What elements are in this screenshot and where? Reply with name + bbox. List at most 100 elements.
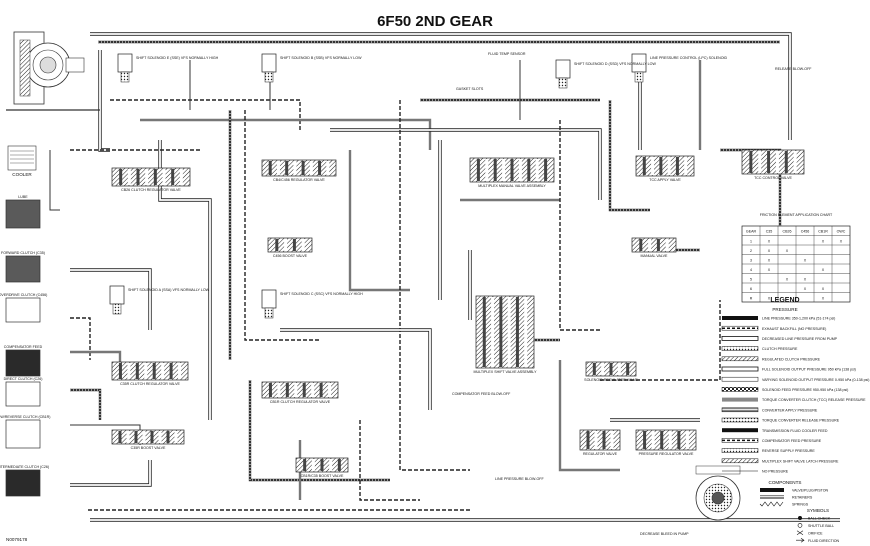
legend-swatch [722, 428, 758, 433]
valve-label: PRESSURE REGULATOR VALVE [639, 452, 694, 456]
hydraulic-line [98, 50, 110, 152]
valve-spool-land [656, 239, 660, 251]
valve-spool-land [171, 169, 175, 185]
apply-chart-cell: 1 [750, 239, 752, 243]
solenoid-coil [261, 289, 277, 309]
valve-spool-land [527, 159, 531, 181]
solenoid-plunger [264, 307, 274, 319]
valve-spool-land [586, 431, 590, 449]
solenoid-coil [261, 53, 277, 73]
valve-body [111, 167, 191, 187]
valve-label: CB1R/C35 BOOST VALVE [301, 474, 344, 478]
valve-spool-land [169, 363, 173, 379]
valve-spool-land [758, 151, 762, 173]
valve-spool-land [502, 159, 506, 181]
valve-spool-land [294, 383, 298, 397]
valve-spool-land [319, 383, 323, 397]
valve-spool-land [482, 297, 486, 367]
valve-spool-land [677, 431, 681, 449]
apply-chart-cell: 2 [750, 249, 752, 253]
legend-item-label: REVERSE SUPPLY PRESSURE [762, 449, 815, 453]
valve-label: CB26 CLUTCH REGULATOR VALVE [121, 188, 181, 192]
apply-chart-cell: X [768, 268, 771, 272]
valve-spool-land [609, 363, 613, 375]
solenoid: SHIFT SOLENOID D (SSD) VFS NORMALLY LOW [555, 59, 656, 89]
valve-spool-land [303, 459, 307, 471]
hydraulic-line [70, 317, 91, 360]
symbol-item: BALL CHECK [798, 516, 831, 521]
legend-item: EXHAUST BACKFILL (NO PRESSURE) [721, 325, 826, 331]
legend-swatch [722, 316, 758, 320]
valve-body [579, 429, 621, 451]
valve-spool-land [617, 363, 621, 375]
valve-body [111, 361, 189, 381]
valve: C35R CLUTCH REGULATOR VALVE [111, 361, 189, 386]
valve-label: REGULATOR VALVE [583, 452, 618, 456]
legend-item-label: FULL SOLENOID OUTPUT PRESSURE 950 kPa (1… [762, 368, 856, 372]
valve-spool-land [329, 459, 333, 471]
valve-spool-land [293, 161, 297, 175]
valve-spool-land [136, 169, 140, 185]
legend-item: TORQUE CONVERTER RELEASE PRESSURE [721, 417, 840, 423]
valve: C456 BOOST VALVE [267, 237, 313, 258]
valve-label: SOLENOID REGULATOR VALVE [584, 378, 638, 382]
valve: PRESSURE REGULATOR VALVE [635, 429, 697, 456]
clutch-box: LOW/REVERSE CLUTCH (CB1R) [0, 415, 50, 449]
valve-spool-land [301, 239, 305, 251]
valve-spool-land [485, 159, 489, 181]
valve-spool-land [491, 297, 495, 367]
legend-item-label: TORQUE CONVERTER CLUTCH (TCC) RELEASE PR… [762, 398, 866, 402]
clutch-box-swatch [5, 199, 41, 229]
valve-spool-land [119, 169, 123, 185]
valve-spool-land [775, 151, 779, 173]
solenoid-plunger [112, 303, 122, 315]
clutch-box: OVERDRIVE CLUTCH (C456) [0, 293, 47, 323]
valve-spool-land [127, 169, 131, 185]
hydraulic-line [90, 32, 792, 140]
valve-spool-land [118, 363, 122, 379]
solenoid-label: SHIFT SOLENOID D (SSD) VFS NORMALLY LOW [574, 62, 656, 66]
apply-chart-cell: R [750, 296, 753, 300]
valve-body [261, 159, 337, 177]
symbol-item: SHUTTLE BALL [797, 523, 834, 528]
symbol-item: FLUID DIRECTION [796, 537, 840, 543]
hydraulic-line-core [70, 389, 101, 420]
legend-item: SOLENOID FEED PRESSURE 950-950 kPa (138 … [721, 387, 848, 392]
valve-spool-land [174, 431, 178, 443]
valve: C35R BOOST VALVE [111, 429, 185, 450]
legend-swatch [721, 356, 759, 362]
valve: CB26 CLUTCH REGULATOR VALVE [111, 167, 191, 192]
apply-chart-title: FRICTION ELEMENT APPLICATION CHART [760, 213, 833, 217]
torque-converter [6, 31, 100, 111]
legend-item: DECREASED LINE PRESSURE FROM PUMP [721, 335, 838, 341]
valve-spool-land [150, 431, 154, 443]
hydraulic-line-core [70, 269, 151, 330]
valve-spool-land [158, 431, 162, 443]
valve-body [267, 237, 313, 253]
valve: MULTIPLEX MANUAL VALVE ASSEMBLY [469, 157, 555, 188]
valve-spool-land [651, 157, 655, 175]
valve-spool-land [642, 157, 646, 175]
hydraulic-line-core [330, 129, 601, 200]
apply-chart-cell: X [768, 239, 771, 243]
clutch-box: COOLER [7, 145, 37, 177]
legend-swatch [721, 346, 759, 351]
valve-label: MANUAL VALVE [641, 254, 668, 258]
valve-label: C35R BOOST VALVE [131, 446, 166, 450]
hydraulic-line [558, 360, 620, 472]
valve-spool-land [639, 239, 643, 251]
solenoid-label: SHIFT SOLENOID A (SSA) VFS NORMALLY LOW [128, 288, 210, 292]
fluid-temp-sensor-label: FLUID TEMP SENSOR [488, 52, 526, 56]
valve-spool-land [145, 169, 149, 185]
legend-swatch [721, 387, 759, 392]
hydraulic-line [244, 110, 320, 341]
valve-body [631, 237, 677, 253]
clutch-box: FORWARD CLUTCH (C35) [1, 251, 45, 283]
valve-spool-land [275, 239, 279, 251]
symbols-title: SYMBOLS [807, 508, 829, 513]
symbol-label: ORIFICE [808, 531, 823, 535]
hydraulic-line-core [249, 380, 390, 481]
valve-label: MULTIPLEX SHIFT VALVE ASSEMBLY [474, 370, 538, 374]
